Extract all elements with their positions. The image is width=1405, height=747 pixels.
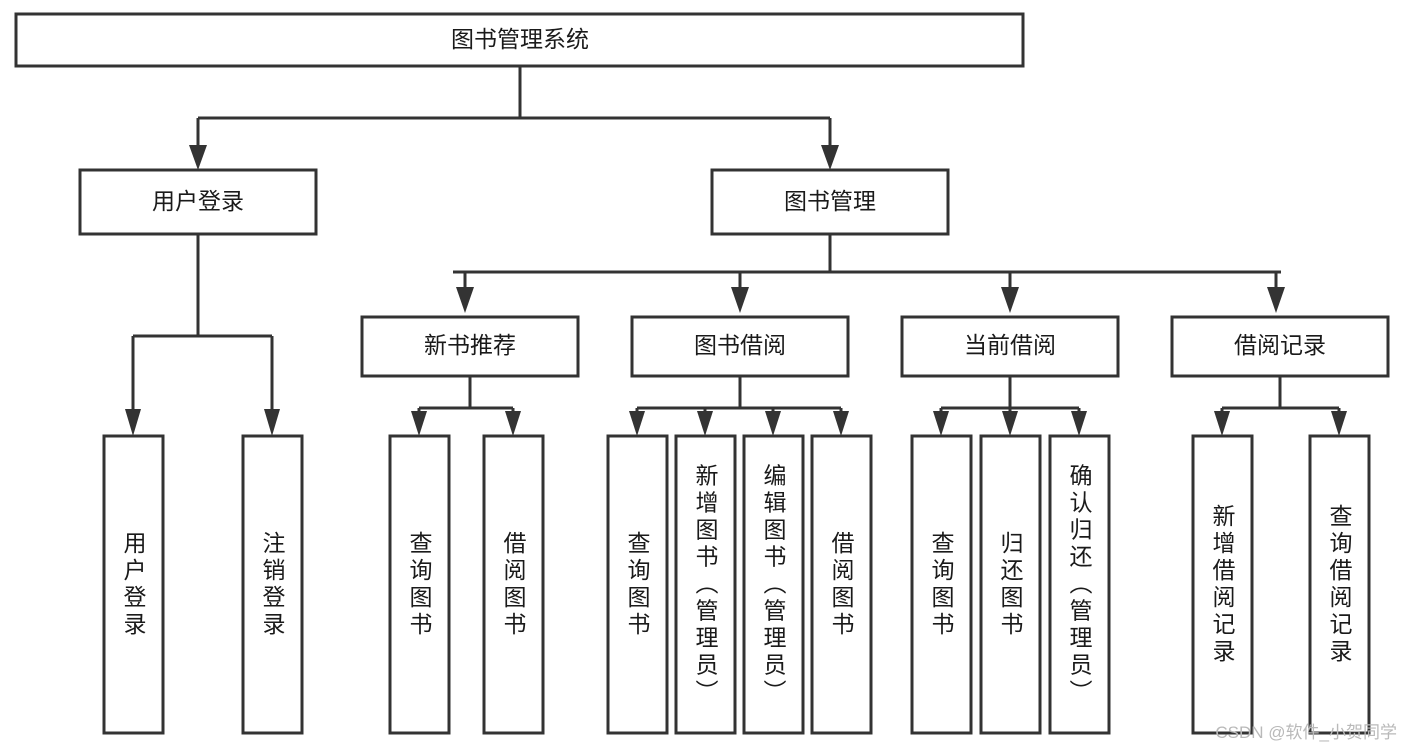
- node-leaf-return-book[interactable]: 归还图书: [979, 434, 1042, 735]
- node-new-book-rec-label: 新书推荐: [424, 332, 516, 358]
- node-leaf-borrow-book-1-box[interactable]: [482, 434, 545, 735]
- node-leaf-query-book-2-box[interactable]: [606, 434, 669, 735]
- node-borrow-record[interactable]: 借阅记录: [1170, 315, 1390, 378]
- connectors-book-borrow: [629, 376, 849, 436]
- node-new-book-rec-box[interactable]: [360, 315, 580, 378]
- node-leaf-query-book-2[interactable]: 查询图书: [606, 434, 669, 735]
- arrow-head-leaf-query-book-3: [933, 411, 949, 436]
- node-leaf-borrow-book-2-label: 借阅图书: [828, 531, 855, 639]
- arrow-head-leaf-borrow-book-2: [833, 411, 849, 436]
- arrow-head-leaf-edit-book: [765, 411, 781, 436]
- node-user-login-label: 用户登录: [152, 188, 244, 214]
- node-user-login[interactable]: 用户登录: [78, 168, 318, 236]
- node-leaf-query-book-3-label: 查询图书: [928, 531, 955, 639]
- arrow-head-leaf-query-book-2: [629, 411, 645, 436]
- node-book-borrow-label: 图书借阅: [694, 332, 786, 358]
- arrow-head-leaf-query-book-1: [411, 411, 427, 436]
- node-book-manage-label: 图书管理: [784, 188, 876, 214]
- arrow-head-leaf-confirm-return: [1071, 411, 1087, 436]
- connectors-borrow-record: [1214, 376, 1347, 436]
- node-leaf-edit-book[interactable]: 编辑图书（管理员）: [742, 434, 805, 735]
- node-new-book-rec[interactable]: 新书推荐: [360, 315, 580, 378]
- node-leaf-query-record[interactable]: 查询借阅记录: [1308, 434, 1371, 735]
- arrow-head-leaf-add-book: [697, 411, 713, 436]
- node-leaf-query-record-label: 查询借阅记录: [1326, 504, 1353, 666]
- node-leaf-confirm-return[interactable]: 确认归还（管理员）: [1048, 434, 1111, 735]
- node-leaf-add-record[interactable]: 新增借阅记录: [1191, 434, 1254, 735]
- node-leaf-edit-book-label: 编辑图书（管理员）: [760, 464, 787, 707]
- node-leaf-borrow-book-1[interactable]: 借阅图书: [482, 434, 545, 735]
- node-book-manage-box[interactable]: [710, 168, 950, 236]
- arrow-head-leaf-borrow-book-1: [505, 411, 521, 436]
- node-leaf-user-login[interactable]: 用户登录: [102, 434, 165, 735]
- node-leaf-add-book-label: 新增图书（管理员）: [692, 464, 719, 707]
- arrow-head-leaf-query-record: [1331, 411, 1347, 436]
- node-book-borrow[interactable]: 图书借阅: [630, 315, 850, 378]
- connectors-root: [189, 66, 839, 170]
- node-leaf-query-book-2-label: 查询图书: [624, 531, 651, 639]
- node-leaf-return-book-box[interactable]: [979, 434, 1042, 735]
- connectors-new-book-rec: [411, 376, 521, 436]
- arrow-head-leaf-user-login: [125, 409, 141, 436]
- arrow-head-book-borrow: [731, 287, 749, 313]
- connectors-book-manage: [453, 234, 1285, 313]
- node-leaf-confirm-return-label: 确认归还（管理员）: [1066, 464, 1093, 707]
- node-book-borrow-box[interactable]: [630, 315, 850, 378]
- node-leaf-edit-book-box[interactable]: [742, 434, 805, 735]
- node-borrow-record-label: 借阅记录: [1234, 332, 1326, 358]
- node-borrow-record-box[interactable]: [1170, 315, 1390, 378]
- arrow-head-current-borrow: [1001, 287, 1019, 313]
- node-leaf-confirm-return-box[interactable]: [1048, 434, 1111, 735]
- node-leaf-return-book-label: 归还图书: [997, 531, 1024, 639]
- node-leaf-query-book-3[interactable]: 查询图书: [910, 434, 973, 735]
- arrow-head-user-login: [189, 145, 207, 170]
- node-leaf-borrow-book-2-box[interactable]: [810, 434, 873, 735]
- arrow-head-new-book-rec: [456, 287, 474, 313]
- node-root-box[interactable]: [14, 12, 1025, 68]
- node-leaf-query-book-1-box[interactable]: [388, 434, 451, 735]
- arrow-head-leaf-add-record: [1214, 411, 1230, 436]
- node-leaf-user-logout[interactable]: 注销登录: [241, 434, 304, 735]
- node-leaf-query-book-3-box[interactable]: [910, 434, 973, 735]
- node-leaf-user-logout-label: 注销登录: [259, 531, 286, 639]
- node-leaf-query-record-box[interactable]: [1308, 434, 1371, 735]
- node-leaf-add-record-label: 新增借阅记录: [1209, 504, 1236, 666]
- node-leaf-add-record-box[interactable]: [1191, 434, 1254, 735]
- arrow-head-book-manage: [821, 145, 839, 170]
- node-book-manage[interactable]: 图书管理: [710, 168, 950, 236]
- watermark: CSDN @软件_小贺同学: [1215, 723, 1397, 742]
- node-leaf-query-book-1-label: 查询图书: [406, 531, 433, 639]
- arrow-head-borrow-record: [1267, 287, 1285, 313]
- node-leaf-user-login-label: 用户登录: [120, 531, 147, 639]
- node-current-borrow-label: 当前借阅: [964, 332, 1056, 358]
- arrow-head-leaf-user-logout: [264, 409, 280, 436]
- node-user-login-box[interactable]: [78, 168, 318, 236]
- connectors-user-login: [125, 234, 280, 436]
- node-leaf-query-book-1[interactable]: 查询图书: [388, 434, 451, 735]
- node-leaf-user-login-box[interactable]: [102, 434, 165, 735]
- node-leaf-user-logout-box[interactable]: [241, 434, 304, 735]
- connectors-current-borrow: [933, 376, 1087, 436]
- node-current-borrow-box[interactable]: [900, 315, 1120, 378]
- node-leaf-borrow-book-2[interactable]: 借阅图书: [810, 434, 873, 735]
- arrow-head-leaf-return-book: [1002, 411, 1018, 436]
- node-root[interactable]: 图书管理系统: [14, 12, 1025, 68]
- node-root-label: 图书管理系统: [451, 26, 589, 52]
- node-leaf-borrow-book-1-label: 借阅图书: [500, 531, 527, 639]
- node-current-borrow[interactable]: 当前借阅: [900, 315, 1120, 378]
- node-leaf-add-book[interactable]: 新增图书（管理员）: [674, 434, 737, 735]
- node-leaf-add-book-box[interactable]: [674, 434, 737, 735]
